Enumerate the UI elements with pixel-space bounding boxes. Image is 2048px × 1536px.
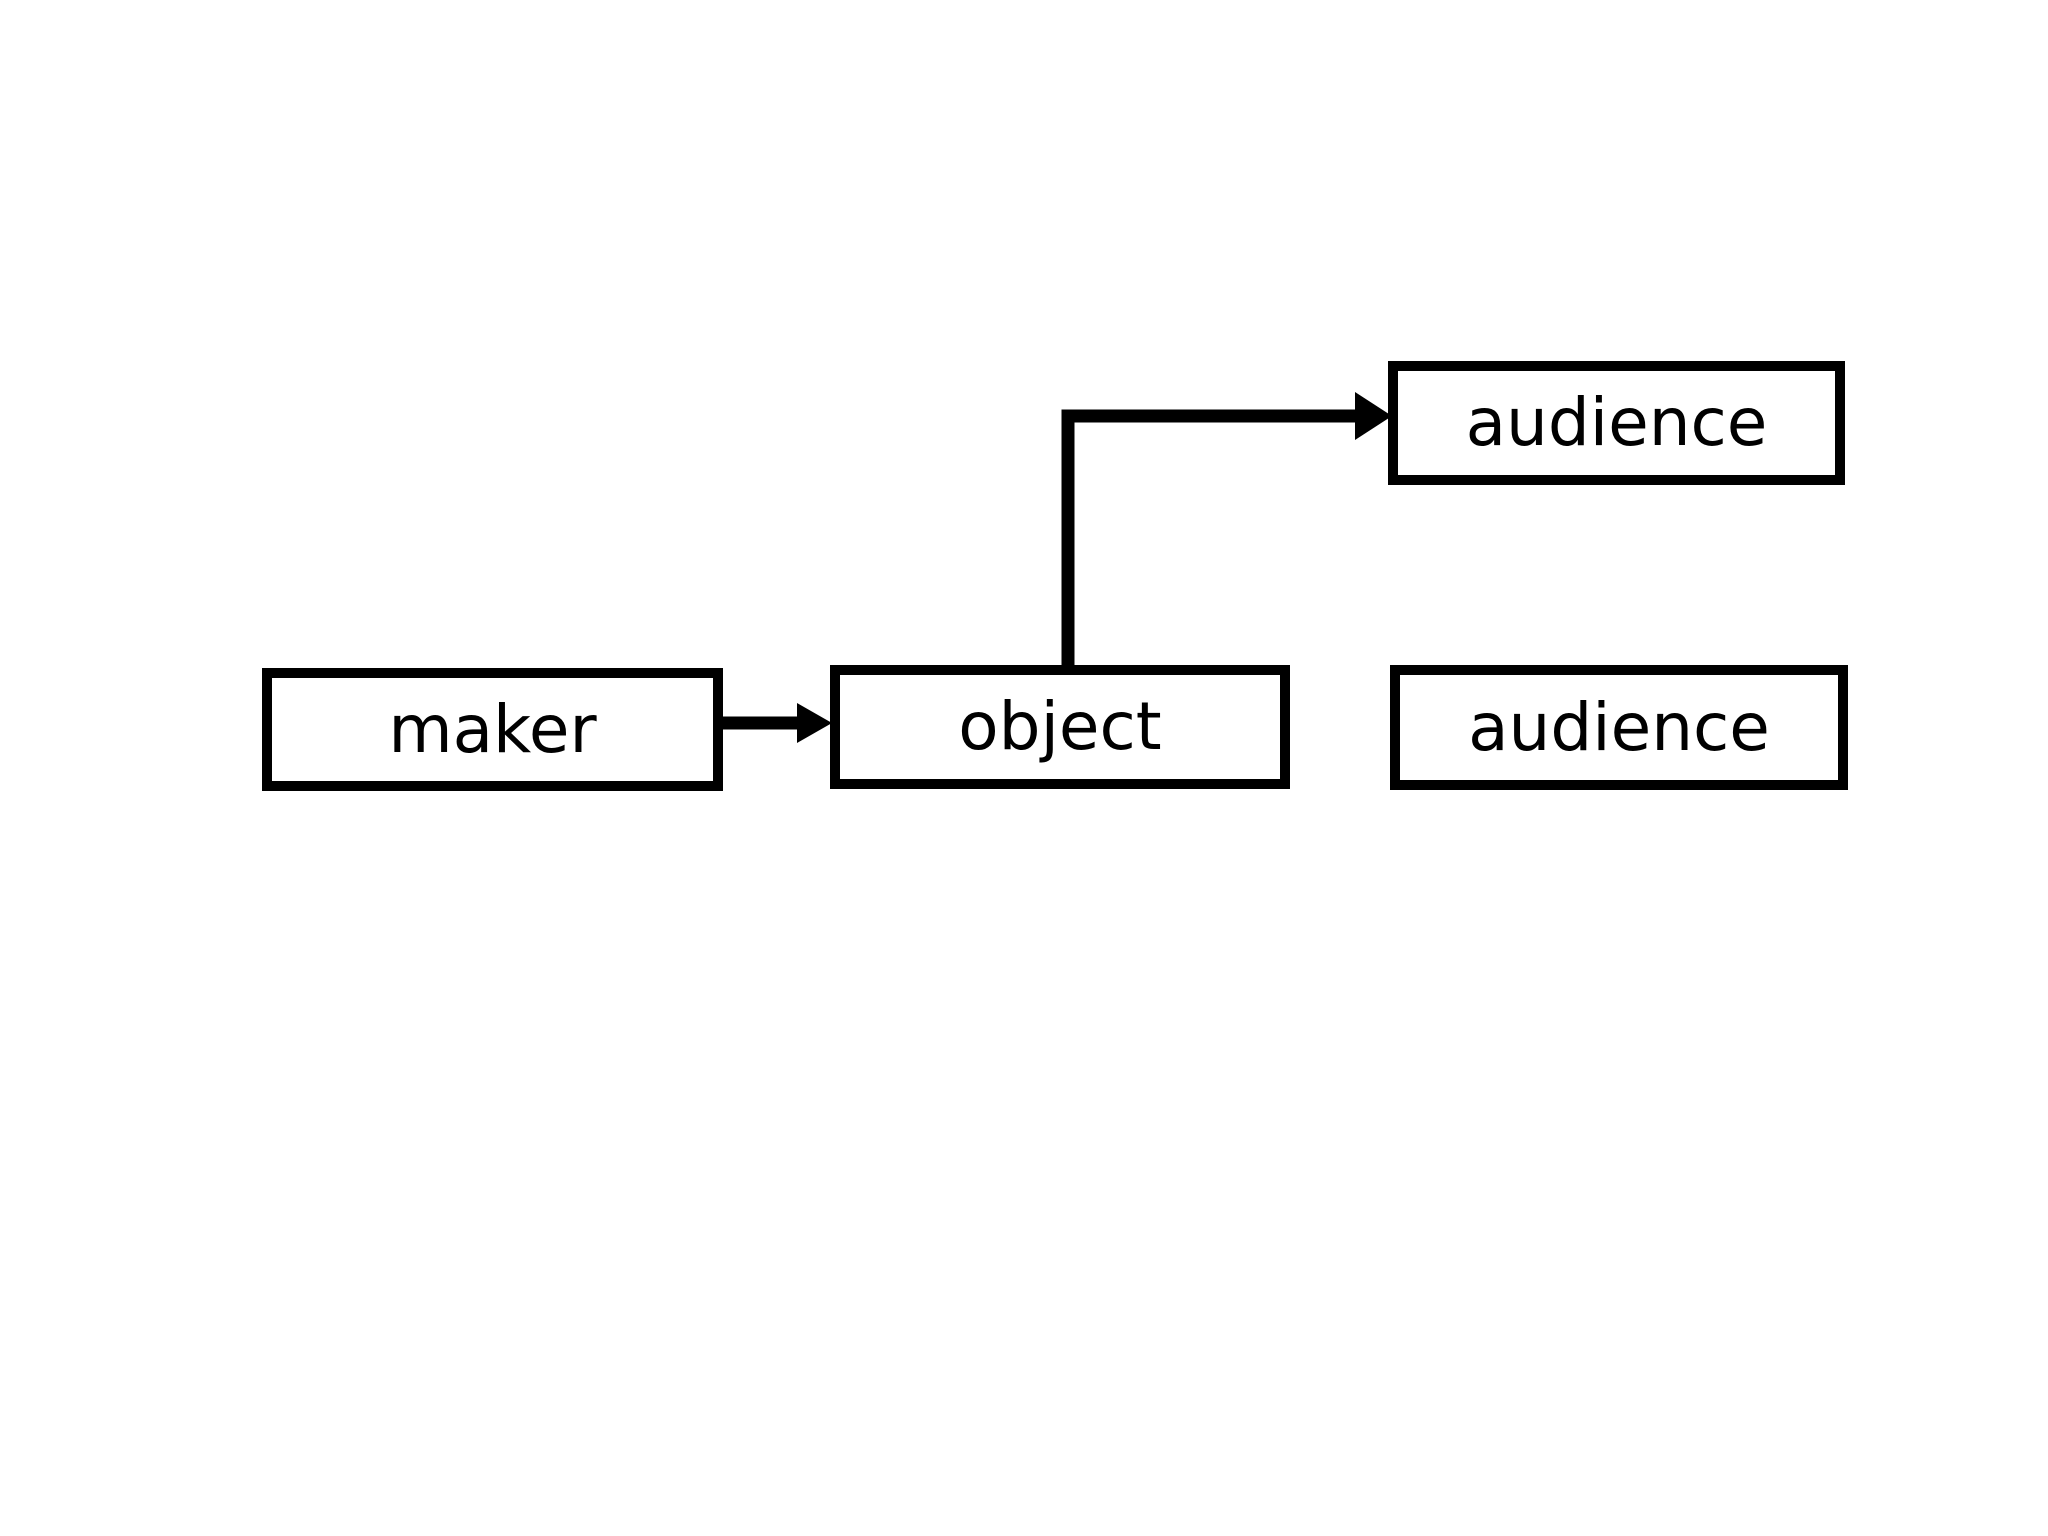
- node-audience-top-label: audience: [1465, 384, 1768, 461]
- node-object-label: object: [958, 688, 1162, 765]
- node-object[interactable]: object: [830, 665, 1290, 789]
- edge-object-to-audience-top: [1061, 392, 1392, 667]
- node-audience-bottom[interactable]: audience: [1390, 665, 1848, 790]
- node-maker-label: maker: [388, 690, 597, 768]
- edge-maker-to-object: [723, 703, 832, 743]
- node-maker[interactable]: maker: [262, 668, 723, 791]
- node-audience-bottom-label: audience: [1468, 688, 1770, 766]
- node-audience-top[interactable]: audience: [1388, 361, 1845, 485]
